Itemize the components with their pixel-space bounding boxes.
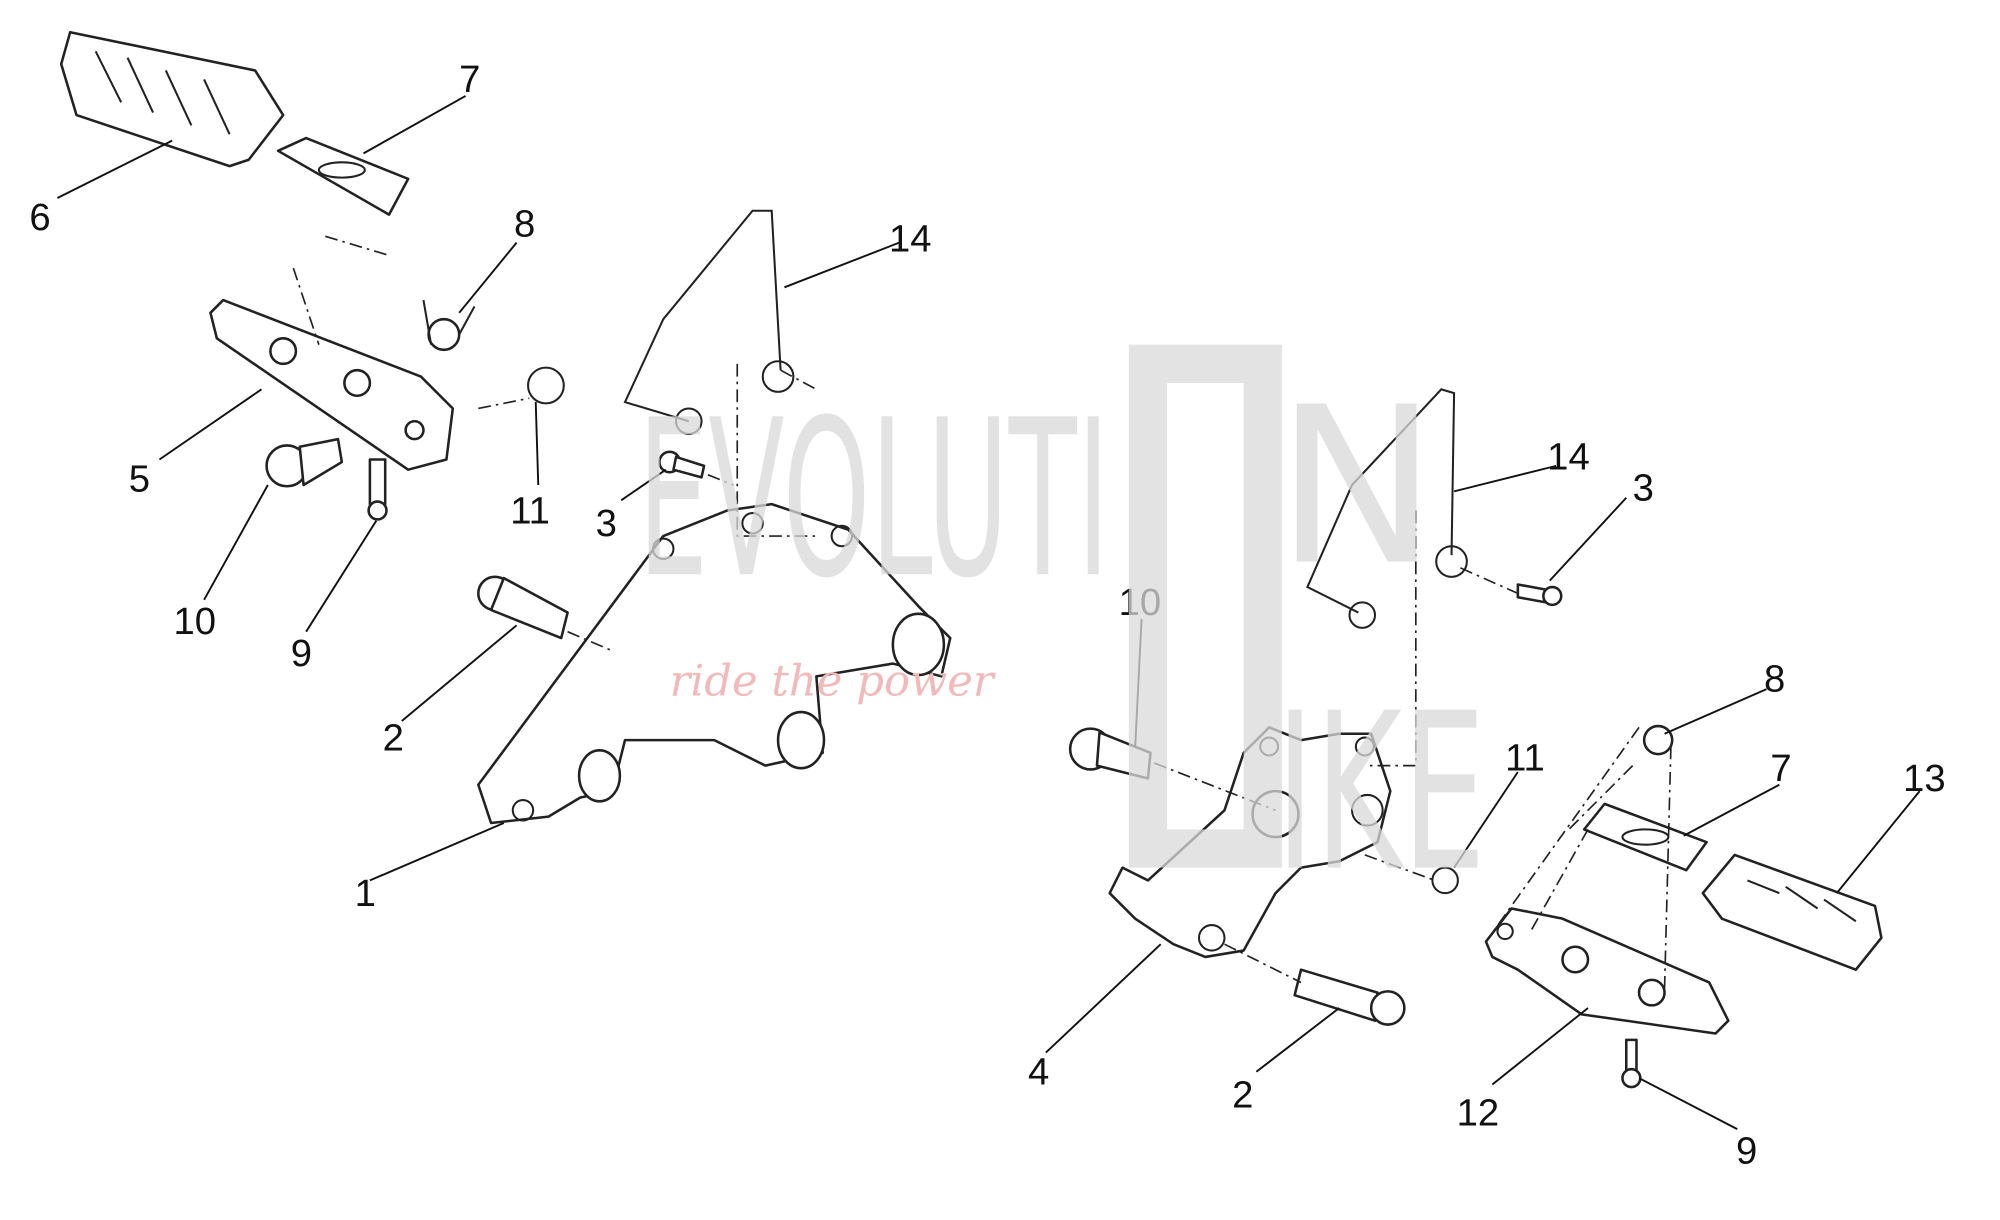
assembly-lines bbox=[292, 235, 1672, 989]
callout-8-right: 8 bbox=[1764, 658, 1785, 701]
callout-labels: 7 6 8 14 5 11 3 10 9 2 1 14 3 10 8 11 7 … bbox=[29, 58, 1945, 1172]
wire-right bbox=[1306, 388, 1468, 629]
bolt-2-right bbox=[1293, 968, 1406, 1026]
callout-8: 8 bbox=[514, 202, 535, 245]
screw-3-left bbox=[658, 450, 706, 479]
footpeg-left bbox=[209, 298, 455, 471]
plate-left bbox=[276, 136, 410, 216]
footpeg-rubber-left bbox=[59, 30, 285, 168]
spring-right bbox=[1642, 724, 1674, 756]
screw-9-left bbox=[367, 458, 388, 521]
leader-lines bbox=[56, 95, 1921, 1130]
bracket-left bbox=[477, 502, 952, 825]
circlip-right bbox=[1431, 866, 1459, 895]
callout-14-right: 14 bbox=[1547, 436, 1590, 479]
wire-left bbox=[623, 209, 795, 435]
callout-5: 5 bbox=[129, 457, 150, 500]
footpeg-right bbox=[1484, 907, 1730, 1035]
plate-right bbox=[1582, 802, 1708, 872]
watermark-tagline: ride the power bbox=[670, 656, 996, 706]
pin-left bbox=[265, 437, 344, 488]
svg-text:IKE: IKE bbox=[1276, 668, 1486, 920]
callout-6: 6 bbox=[29, 196, 50, 239]
callout-3-right: 3 bbox=[1633, 466, 1654, 509]
callout-2: 2 bbox=[383, 716, 404, 759]
svg-text:N: N bbox=[1276, 362, 1438, 614]
callout-9-right: 9 bbox=[1736, 1130, 1757, 1173]
callout-13: 13 bbox=[1903, 757, 1946, 800]
watermark: EVOLUTI N IKE ride the power bbox=[638, 344, 1486, 920]
callout-9: 9 bbox=[291, 632, 312, 675]
callout-11-right: 11 bbox=[1505, 737, 1545, 780]
callout-4: 4 bbox=[1028, 1050, 1049, 1093]
footpeg-rubber-right bbox=[1701, 853, 1883, 971]
bolt-2-left bbox=[477, 575, 569, 640]
callout-11: 11 bbox=[510, 489, 550, 532]
callout-1: 1 bbox=[355, 872, 376, 915]
callout-10: 10 bbox=[173, 600, 216, 643]
callout-14: 14 bbox=[889, 218, 932, 261]
callout-3: 3 bbox=[596, 502, 617, 545]
screw-9-right bbox=[1621, 1038, 1642, 1089]
svg-text:EVOLUTI: EVOLUTI bbox=[638, 374, 1110, 626]
callout-7-right: 7 bbox=[1770, 747, 1791, 790]
circlip-left bbox=[527, 366, 565, 405]
screw-3-right bbox=[1516, 583, 1563, 607]
callout-7: 7 bbox=[459, 58, 480, 101]
callout-12: 12 bbox=[1457, 1091, 1500, 1134]
callout-2-right: 2 bbox=[1232, 1073, 1253, 1116]
spring-left bbox=[422, 299, 476, 352]
